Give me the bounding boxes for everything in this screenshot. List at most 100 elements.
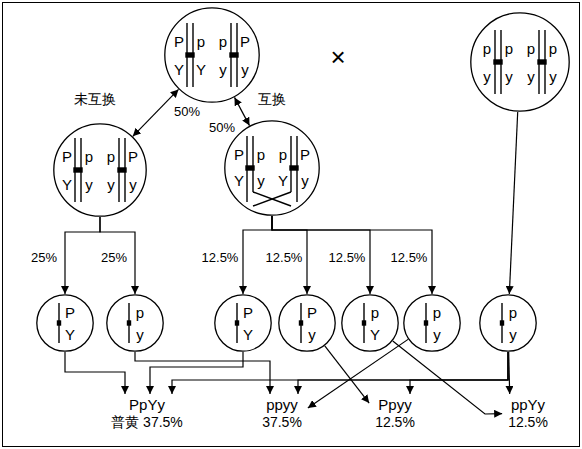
allele-letter: Y [196,62,206,77]
allele-letter: Y [243,327,253,342]
genotype-text: ppYy [508,396,548,414]
connector-arrow [172,352,508,394]
allele-letter: y [85,177,93,192]
cell-circle [165,8,259,102]
cell-circle [54,124,146,216]
connector-arrow [410,352,508,394]
allele-letter: p [527,41,535,56]
allele-letter: P [128,149,138,164]
allele-letter: P [174,34,184,49]
chromosome-cell: PppPYYyy [164,7,260,103]
cell-outline [278,294,336,352]
genotype-text: Ppyy [375,396,415,414]
chromosome-cell: PppPYyyy [53,123,147,217]
cross-symbol: × [329,43,346,72]
genotype-result: ppyy37.5% [258,396,306,431]
genotype-result: PpYy普黄 37.5% [107,396,187,431]
ratio-text: 37.5% [262,414,302,431]
percent-label: 25% [100,251,128,265]
allele-letter: p [279,147,287,162]
allele-letter: P [62,149,72,164]
connector-arrow [100,217,135,294]
percent-label: 12.5% [390,251,429,265]
allele-letter: p [107,149,115,164]
genotype-text: ppyy [262,396,302,414]
chromosome-cell: pY [341,294,399,352]
allele-letter: p [433,305,441,320]
allele-letter: p [549,41,557,56]
allele-letter: p [136,305,144,320]
allele-letter: Y [65,327,75,342]
cell-outline [479,294,537,352]
chromosome-cell: py [403,294,461,352]
cell-circle [215,295,271,351]
allele-letter: Y [174,62,184,77]
allele-letter: y [483,69,491,84]
allele-letter: y [257,173,265,188]
cell-circle [480,295,536,351]
allele-letter: P [234,147,244,162]
allele-letter: Y [278,173,288,188]
connector-arrow [150,352,243,394]
cell-outline [403,294,461,352]
connector-arrow [65,352,125,394]
allele-letter: p [483,41,491,56]
percent-label: 25% [30,251,58,265]
cell-outline [53,123,147,217]
cell-outline [470,12,570,112]
percent-label: 50% [208,121,236,135]
cell-circle [471,13,569,111]
percent-label: 50% [173,105,201,119]
chromosome-cell: ppppyyyy [470,12,570,112]
allele-letter: p [509,305,517,320]
genotype-text: PpYy [111,396,183,414]
connector-arrow [325,346,369,403]
ratio-text: 12.5% [508,414,548,431]
branch-label: 互换 [257,92,287,107]
cell-outline [106,294,164,352]
chromosome-cell: py [479,294,537,352]
allele-letter: y [241,62,249,77]
chromosome-cell: py [106,294,164,352]
percent-label: 12.5% [201,251,240,265]
cell-outline [341,294,399,352]
connector-arrow [508,352,510,394]
allele-letter: y [549,69,557,84]
genotype-result: Ppyy12.5% [371,396,419,431]
cell-circle [342,295,398,351]
cell-outline [36,294,94,352]
cell-outline [224,120,320,216]
allele-letter: y [433,327,441,342]
cell-outline [214,294,272,352]
allele-letter: y [129,177,137,192]
allele-letter: y [136,327,144,342]
chromosome-cell: PY [214,294,272,352]
allele-letter: Y [370,327,380,342]
allele-letter: y [509,327,517,342]
allele-letter: y [301,173,309,188]
allele-letter: P [240,34,250,49]
connector-arrow [235,97,250,125]
frame [3,3,580,447]
allele-letter: Y [234,173,244,188]
chromosome-cell: Py [278,294,336,352]
allele-letter: y [308,327,316,342]
chromosome-cell: PY [36,294,94,352]
allele-letter: p [85,149,93,164]
allele-letter: y [219,62,227,77]
allele-letter: Y [62,177,72,192]
branch-label: 未互换 [73,92,117,107]
connector-arrow [65,217,100,294]
genotype-result: ppYy12.5% [504,396,552,431]
allele-letter: p [371,305,379,320]
cell-circle [279,295,335,351]
allele-letter: P [300,147,310,162]
cell-outline [164,7,260,103]
allele-letter: P [65,305,75,320]
cell-circle [107,295,163,351]
allele-letter: p [219,34,227,49]
allele-letter: y [107,177,115,192]
